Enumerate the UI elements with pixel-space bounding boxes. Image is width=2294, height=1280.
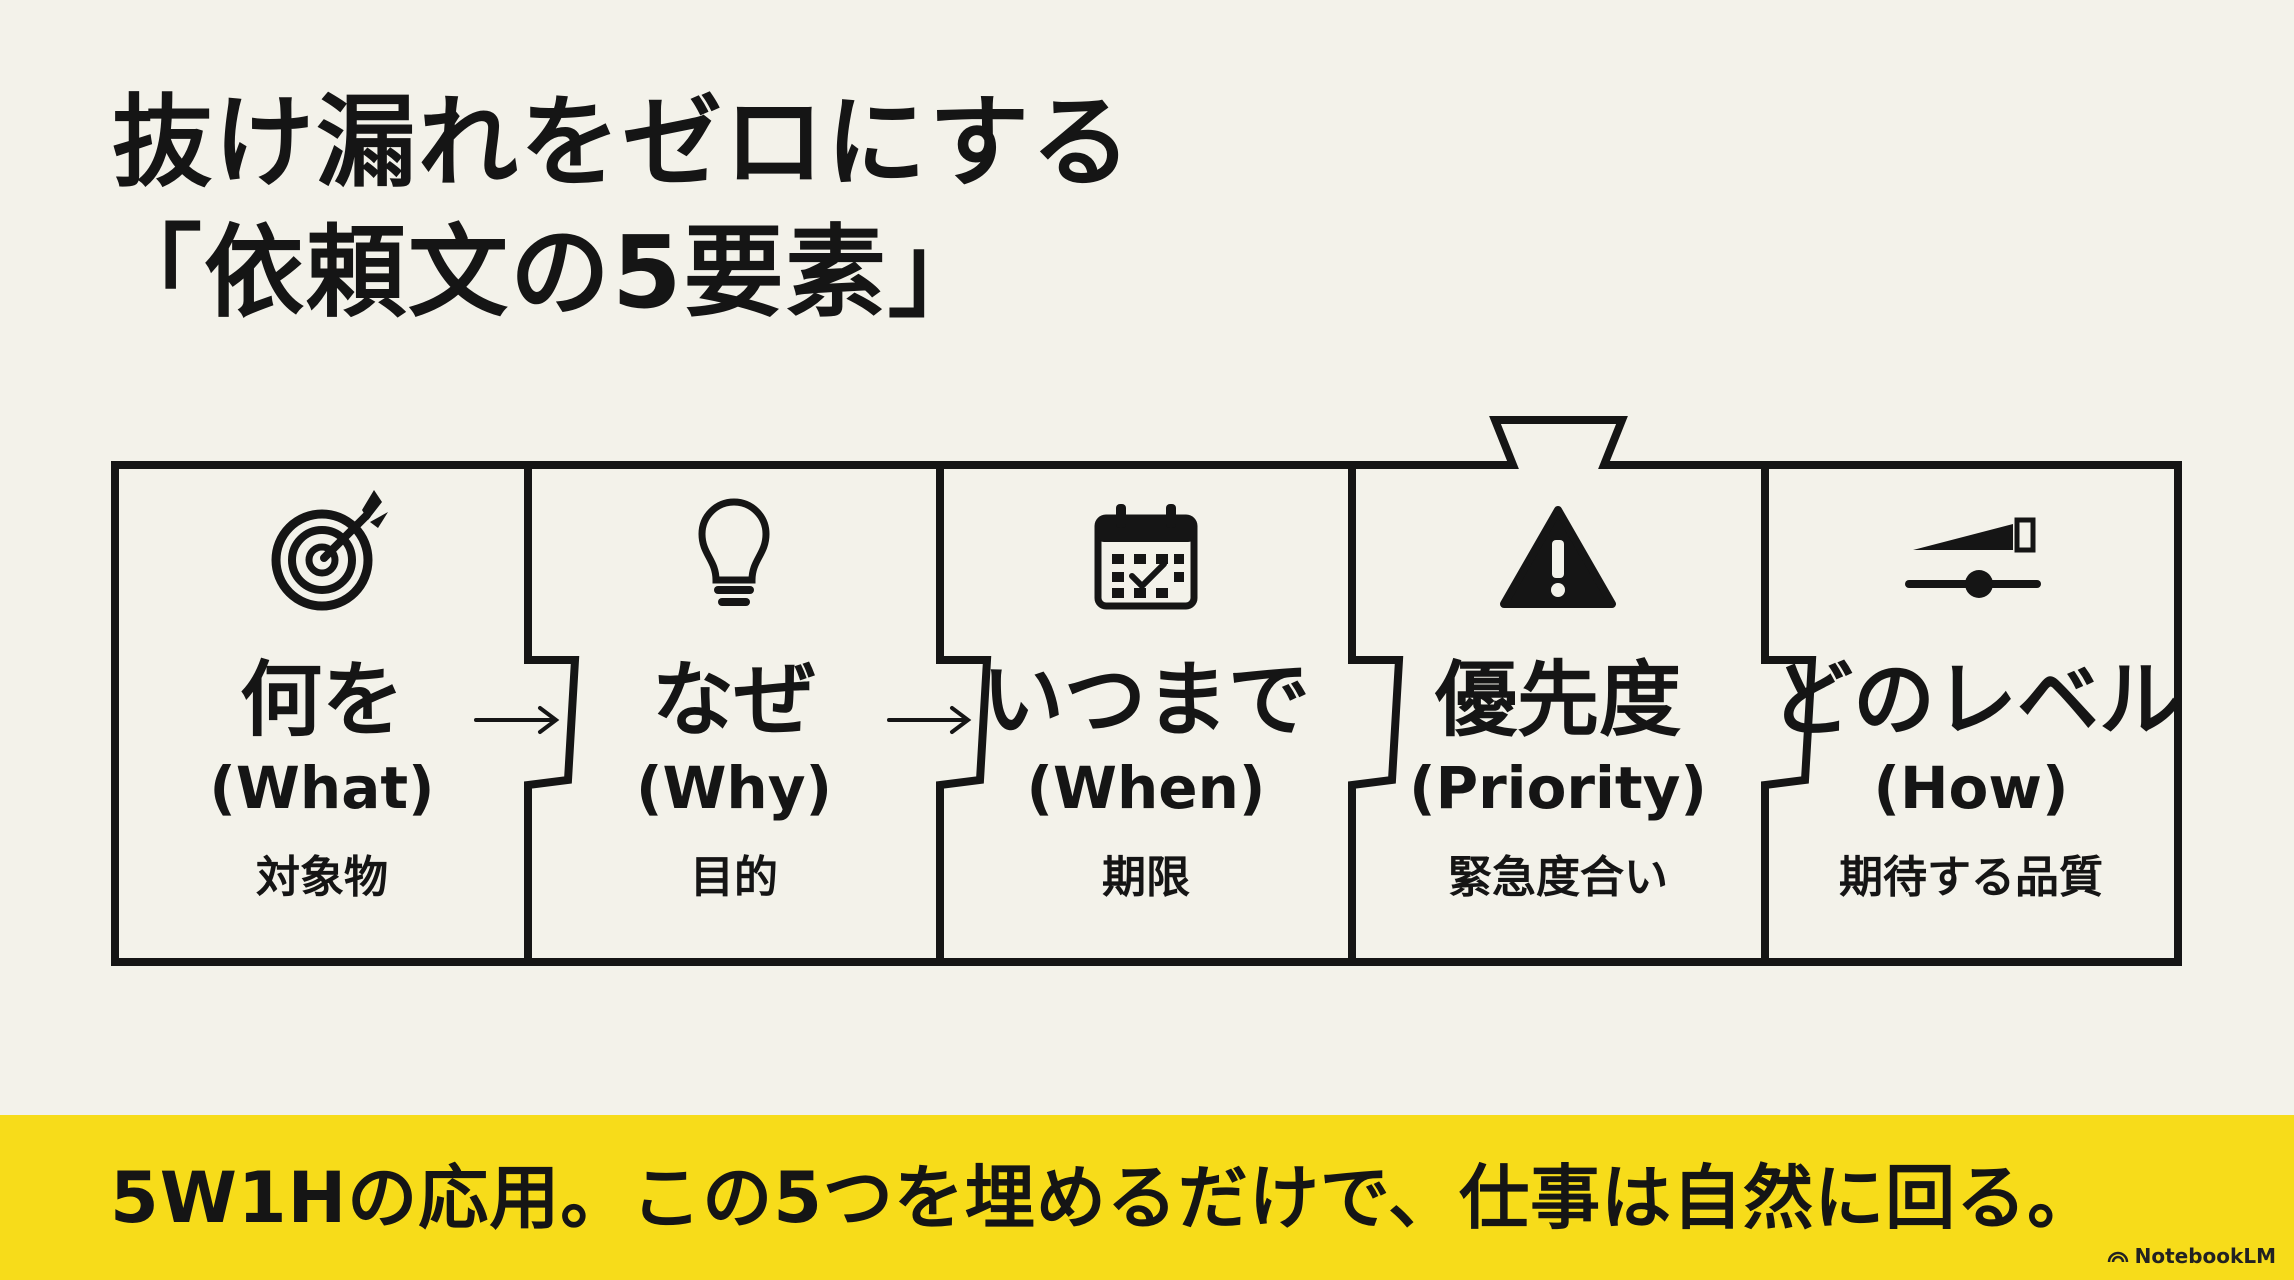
arrow-icon xyxy=(474,706,560,734)
divider-4 xyxy=(1761,465,1817,962)
slide-title: 抜け漏れをゼロにする 「依頼文の5要素」 xyxy=(102,78,1133,338)
warning-icon xyxy=(1500,506,1616,608)
element-why: なぜ (Why) 目的 xyxy=(534,655,934,903)
target-icon xyxy=(271,490,388,611)
divider-3 xyxy=(1348,465,1404,962)
lightbulb-icon xyxy=(698,498,770,606)
divider-1 xyxy=(524,465,580,962)
element-subtitle: (How) xyxy=(1873,754,2069,822)
element-label: いつまで xyxy=(981,653,1310,748)
element-how: どのレベル (How) 期待する品質 xyxy=(1771,653,2182,903)
quality-slider-icon xyxy=(1905,517,2041,598)
element-label: 何を xyxy=(239,653,404,748)
footer-message: 5W1Hの応用。この5つを埋めるだけで、仕事は自然に回る。 xyxy=(110,1157,2099,1239)
element-subtitle: (Priority) xyxy=(1409,754,1707,822)
puzzle-outline xyxy=(111,416,2182,966)
brand-watermark: NotebookLM xyxy=(2107,1244,2276,1268)
arrow-icon xyxy=(887,706,972,734)
notebooklm-logo-icon xyxy=(2107,1251,2128,1263)
element-label: どのレベル xyxy=(1771,653,2182,748)
element-when: いつまで (When) 期限 xyxy=(946,655,1346,903)
element-subtitle: (What) xyxy=(209,754,435,822)
element-description: 期限 xyxy=(1102,852,1190,903)
divider-2 xyxy=(936,465,992,962)
element-description: 緊急度合い xyxy=(1448,852,1668,903)
footer-banner: 5W1Hの応用。この5つを埋めるだけで、仕事は自然に回る。 NotebookLM xyxy=(0,1115,2294,1280)
element-description: 目的 xyxy=(690,852,778,903)
calendar-icon xyxy=(1094,504,1198,610)
title-line-1: 抜け漏れをゼロにする xyxy=(112,84,1133,201)
title-line-2: 「依頼文の5要素」 xyxy=(102,214,990,331)
element-label: なぜ xyxy=(651,653,816,748)
element-subtitle: (Why) xyxy=(635,754,833,822)
element-priority: 優先度 (Priority) 緊急度合い xyxy=(1358,655,1758,903)
element-description: 期待する品質 xyxy=(1839,852,2103,903)
element-subtitle: (When) xyxy=(1026,754,1266,822)
brand-name: NotebookLM xyxy=(2134,1244,2276,1268)
element-description: 対象物 xyxy=(256,852,388,903)
element-what: 何を (What) 対象物 xyxy=(122,655,522,903)
element-label: 優先度 xyxy=(1434,653,1681,748)
